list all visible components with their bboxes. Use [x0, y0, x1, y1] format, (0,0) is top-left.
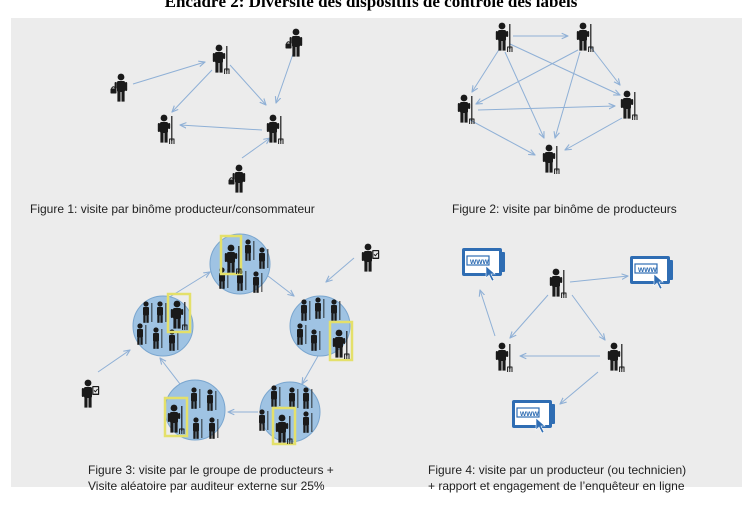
web-form-icon: www: [461, 247, 506, 282]
farmer-icon: [212, 44, 230, 75]
arrow: [560, 371, 599, 404]
caption-line: + rapport et engagement de l’enquêteur e…: [428, 479, 685, 493]
consumer-icon: [228, 164, 246, 194]
auditor-icon: [361, 243, 380, 273]
arrow: [510, 294, 549, 338]
audited-highlight: [271, 406, 297, 446]
arrow: [160, 358, 181, 385]
figure-2-caption: Figure 2: visite par binôme de producteu…: [452, 201, 677, 217]
farmer-icon: [576, 22, 594, 53]
arrow: [565, 117, 623, 150]
arrow: [472, 47, 501, 92]
figure-4-diagram: www www www: [461, 247, 674, 434]
audited-highlight: [328, 320, 354, 362]
figure-4-caption: Figure 4: visite par un producteur (ou t…: [428, 462, 686, 494]
figure-3-caption: Figure 3: visite par le groupe de produc…: [88, 462, 334, 494]
arrow: [97, 350, 130, 373]
caption-line: Visite aléatoire par auditeur externe su…: [88, 479, 325, 493]
audited-highlight: [163, 396, 189, 438]
consumer-icon: [110, 73, 128, 103]
farmer-icon: [549, 268, 567, 299]
farmer-icon: [620, 90, 638, 121]
farmer-icon: [495, 22, 513, 53]
arrow: [172, 69, 213, 112]
arrow: [229, 64, 266, 105]
web-label: www: [637, 265, 657, 274]
figure-1-caption: Figure 1: visite par binôme producteur/c…: [30, 201, 315, 217]
farmer-icon: [457, 94, 475, 125]
caption-line: Figure 3: visite par le groupe de produc…: [88, 463, 334, 477]
arrow: [504, 51, 544, 138]
arrow: [480, 290, 496, 337]
web-label: www: [519, 409, 539, 418]
farmer-icon: [495, 342, 513, 373]
caption-line: Figure 4: visite par un producteur (ou t…: [428, 463, 687, 477]
figure-3-diagram: [81, 233, 380, 446]
farmer-icon: [157, 114, 175, 145]
figure-2-diagram: [469, 36, 623, 155]
arrow: [302, 355, 319, 384]
arrow: [569, 276, 628, 283]
web-form-icon: www: [629, 255, 674, 290]
arrow: [477, 106, 615, 111]
arrow: [180, 125, 263, 131]
arrow: [132, 62, 205, 85]
arrow: [476, 49, 579, 104]
page-title: Encadré 2: Diversité des dispositifs de …: [164, 0, 578, 11]
farmer-icon: [542, 144, 560, 175]
arrow: [469, 119, 535, 155]
caption-line: Figure 1: visite par binôme producteur/c…: [30, 202, 315, 216]
farmer-icon: [266, 114, 284, 145]
web-form-icon: www: [511, 399, 556, 434]
arrow: [267, 275, 294, 296]
web-label: www: [469, 257, 489, 266]
caption-line: Figure 2: visite par binôme de producteu…: [452, 202, 677, 216]
audited-highlight: [219, 234, 243, 276]
arrow: [589, 45, 620, 85]
arrow: [509, 43, 620, 95]
farmer-icon: [607, 342, 625, 373]
auditor-icon: [81, 379, 100, 409]
arrow: [555, 51, 581, 138]
arrow: [571, 294, 605, 340]
consumer-icon: [285, 28, 303, 58]
arrow: [326, 257, 355, 282]
figure-1-diagram: [132, 53, 294, 159]
arrow: [241, 138, 270, 159]
arrow: [276, 53, 294, 103]
audited-highlight: [166, 292, 192, 334]
